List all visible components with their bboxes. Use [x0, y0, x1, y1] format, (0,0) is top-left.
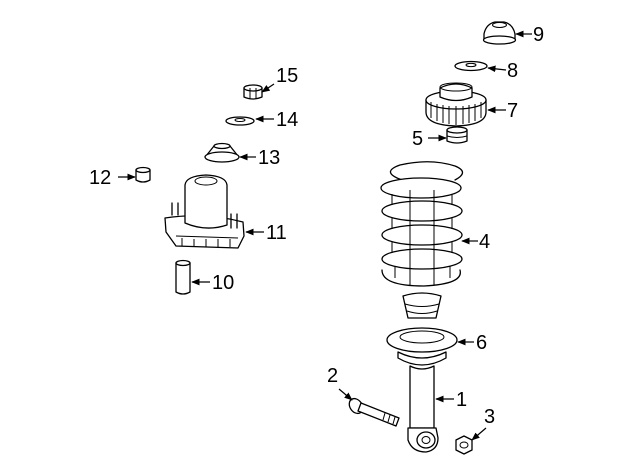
part-12-nut[interactable] [135, 166, 151, 183]
callout-6: 6 [476, 332, 487, 354]
callout-14: 14 [276, 109, 298, 131]
callout-15: 15 [276, 65, 298, 87]
part-5-bump-stop[interactable] [446, 126, 468, 144]
arrow-3 [471, 427, 487, 441]
part-15-nut[interactable] [243, 84, 263, 100]
part-9-upper-cap[interactable] [482, 21, 517, 45]
callout-8: 8 [507, 60, 518, 82]
part-7-upper-spring-mount[interactable] [425, 82, 487, 127]
arrow-8 [487, 65, 507, 73]
callout-5: 5 [412, 128, 423, 150]
callout-12: 12 [89, 167, 111, 189]
part-14-washer[interactable] [225, 116, 255, 126]
callout-11: 11 [266, 222, 287, 244]
callout-labels: 9 8 7 5 4 6 1 2 3 15 14 13 12 11 10 [89, 24, 544, 428]
callout-3: 3 [484, 406, 495, 428]
part-6-spring-seat[interactable] [386, 292, 458, 366]
callout-7: 7 [507, 100, 518, 122]
arrow-15 [261, 83, 275, 93]
part-13-insulator[interactable] [204, 142, 240, 163]
arrow-2 [338, 388, 353, 401]
part-1-shock-absorber[interactable] [407, 365, 439, 453]
callout-arrows [118, 30, 532, 441]
callout-10: 10 [212, 272, 234, 294]
part-4-coil-spring[interactable] [380, 161, 464, 287]
callout-13: 13 [258, 147, 280, 169]
part-8-washer[interactable] [454, 60, 488, 72]
callout-9: 9 [533, 24, 544, 46]
callout-2: 2 [327, 365, 338, 387]
part-10-sleeve[interactable] [175, 259, 191, 295]
part-2-bolt[interactable] [346, 396, 400, 427]
callout-1: 1 [456, 389, 467, 411]
part-11-mount-bracket[interactable] [164, 174, 245, 249]
callout-4: 4 [479, 231, 490, 253]
part-3-nut[interactable] [455, 435, 473, 455]
